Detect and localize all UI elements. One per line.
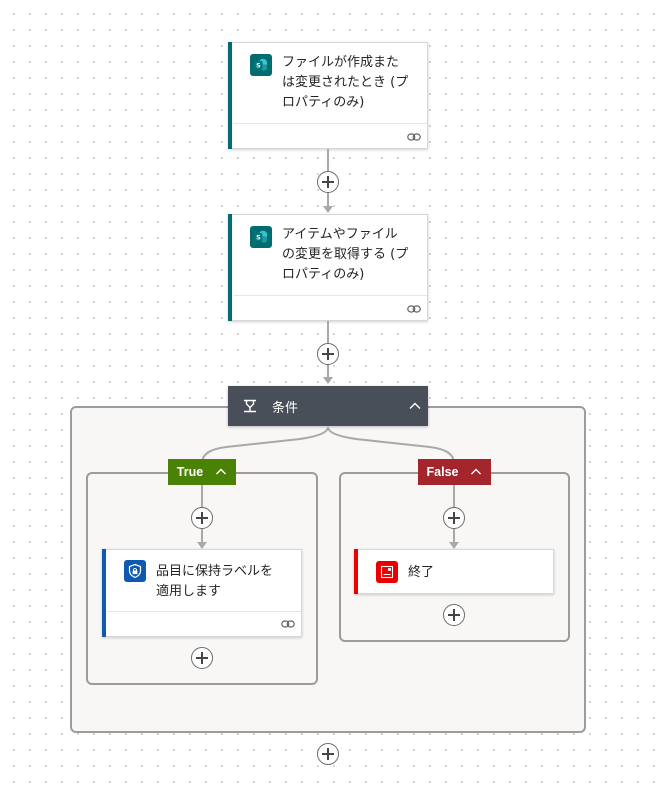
trigger-card[interactable]: S ファイルが作成また は変更されたとき (プ ロパティのみ) xyxy=(228,42,428,149)
sharepoint-icon: S xyxy=(250,54,272,76)
connector-arrow xyxy=(323,377,333,384)
false-label-text: False xyxy=(426,465,459,479)
new-step-button[interactable] xyxy=(317,743,339,765)
svg-text:S: S xyxy=(256,234,261,242)
terminate-title: 終了 xyxy=(408,565,435,580)
condition-header[interactable]: 条件 xyxy=(228,386,428,426)
chevron-up-icon xyxy=(216,468,227,475)
shield-lock-icon xyxy=(124,560,146,582)
true-label-text: True xyxy=(176,465,204,479)
trigger-title: ファイルが作成また は変更されたとき (プ ロパティのみ) xyxy=(282,55,409,110)
apply-label-card[interactable]: 品目に保持ラベルを 適用します xyxy=(102,549,302,637)
true-branch-label[interactable]: True xyxy=(168,459,236,485)
trigger-divider xyxy=(233,123,427,124)
svg-text:S: S xyxy=(256,62,261,70)
insert-step-button[interactable] xyxy=(317,343,339,365)
connector-arrow xyxy=(449,542,459,549)
apply-label-title: 品目に保持ラベルを 適用します xyxy=(156,564,274,599)
link-icon xyxy=(281,620,295,628)
connector-arrow xyxy=(323,206,333,213)
get-changes-card[interactable]: S アイテムやファイル の変更を取得する (プ ロパティのみ) xyxy=(228,214,428,321)
condition-title: 条件 xyxy=(272,401,299,416)
link-icon xyxy=(407,305,421,313)
trigger-accent-bar xyxy=(228,42,232,149)
link-icon xyxy=(407,133,421,141)
terminate-icon xyxy=(376,561,398,583)
get-changes-accent-bar xyxy=(228,214,232,321)
insert-step-button[interactable] xyxy=(191,507,213,529)
apply-label-accent-bar xyxy=(102,549,106,637)
terminate-accent-bar xyxy=(354,549,358,594)
get-changes-title: アイテムやファイル の変更を取得する (プ ロパティのみ) xyxy=(282,227,409,282)
false-branch-label[interactable]: False xyxy=(418,459,491,485)
insert-step-button[interactable] xyxy=(317,171,339,193)
condition-icon xyxy=(244,399,256,413)
get-changes-divider xyxy=(233,295,427,296)
chevron-up-icon xyxy=(471,468,482,475)
insert-step-button[interactable] xyxy=(443,507,465,529)
sharepoint-icon: S xyxy=(250,226,272,248)
terminate-card[interactable]: 終了 xyxy=(354,549,554,594)
add-action-button[interactable] xyxy=(443,604,465,626)
connector-arrow xyxy=(197,542,207,549)
add-action-button[interactable] xyxy=(191,647,213,669)
apply-label-divider xyxy=(107,611,301,612)
chevron-up-icon[interactable] xyxy=(408,399,422,413)
branch-connector xyxy=(201,426,455,463)
